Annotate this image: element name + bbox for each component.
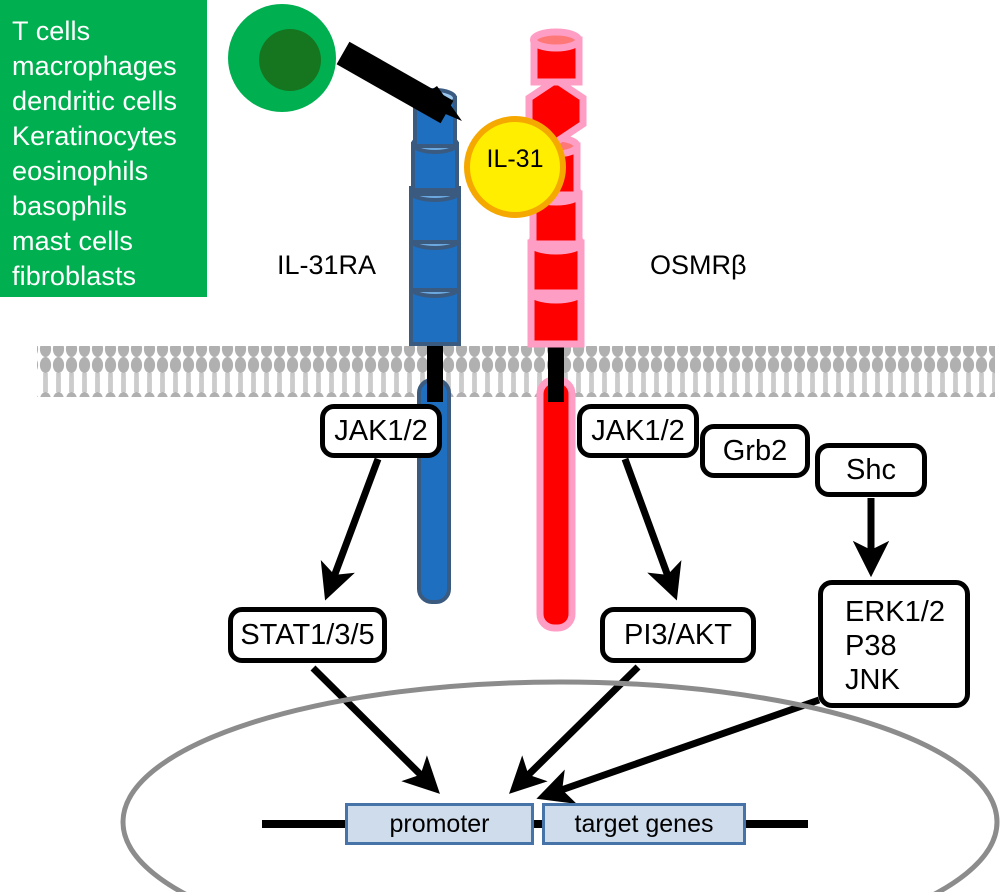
protein-box-pi3akt[interactable]: PI3/AKT (600, 607, 756, 663)
secretion-arrow (336, 41, 462, 124)
ligand-il31-graphic (464, 116, 566, 218)
protein-box-label: JAK1/2 (334, 414, 428, 447)
protein-box-label: ERK1/2 (845, 596, 945, 628)
ligand-il31-label: IL-31 (486, 145, 544, 173)
protein-box-grb2[interactable]: Grb2 (700, 424, 810, 478)
cell-type-item: T cells (12, 16, 91, 46)
cell-type-item: dendritic cells (12, 86, 178, 116)
protein-box-jak1-left[interactable]: JAK1/2 (320, 404, 442, 458)
protein-box-label: PI3/AKT (624, 618, 732, 651)
protein-box-label: STAT1/3/5 (240, 618, 375, 651)
signal-arrows (310, 457, 890, 804)
gene-box-target-genes[interactable]: target genes (542, 803, 746, 845)
cell-type-item: eosinophils (12, 156, 149, 186)
cell-type-item: mast cells (12, 226, 134, 256)
protein-box-stat[interactable]: STAT1/3/5 (228, 607, 387, 663)
cell-type-item: fibroblasts (12, 261, 137, 291)
receptor-osmrb-label: OSMRβ (650, 250, 747, 280)
protein-box-label: JAK1/2 (591, 414, 685, 447)
protein-box-label: P38 (845, 630, 897, 663)
protein-box-label: Grb2 (722, 434, 788, 467)
cell-type-item: basophils (12, 191, 127, 221)
gene-box-promoter[interactable]: promoter (345, 803, 534, 845)
lipid-bilayer-graphic (37, 346, 995, 397)
cell-type-item: Keratinocytes (12, 121, 177, 151)
source-cell-list: T cells macrophages dendritic cells Kera… (0, 0, 207, 297)
protein-box-jak1-right[interactable]: JAK1/2 (577, 404, 699, 458)
receptor-il31ra-graphic (409, 88, 461, 604)
receptor-il31ra-label: IL-31RA (277, 250, 377, 280)
protein-box-mapk[interactable]: ERK1/2 P38 JNK (818, 580, 970, 708)
cell-type-item: macrophages (12, 51, 177, 81)
protein-box-label: Shc (846, 453, 896, 486)
source-cell-graphic (228, 4, 336, 112)
protein-box-shc[interactable]: Shc (815, 443, 927, 497)
protein-box-label: JNK (845, 664, 900, 697)
